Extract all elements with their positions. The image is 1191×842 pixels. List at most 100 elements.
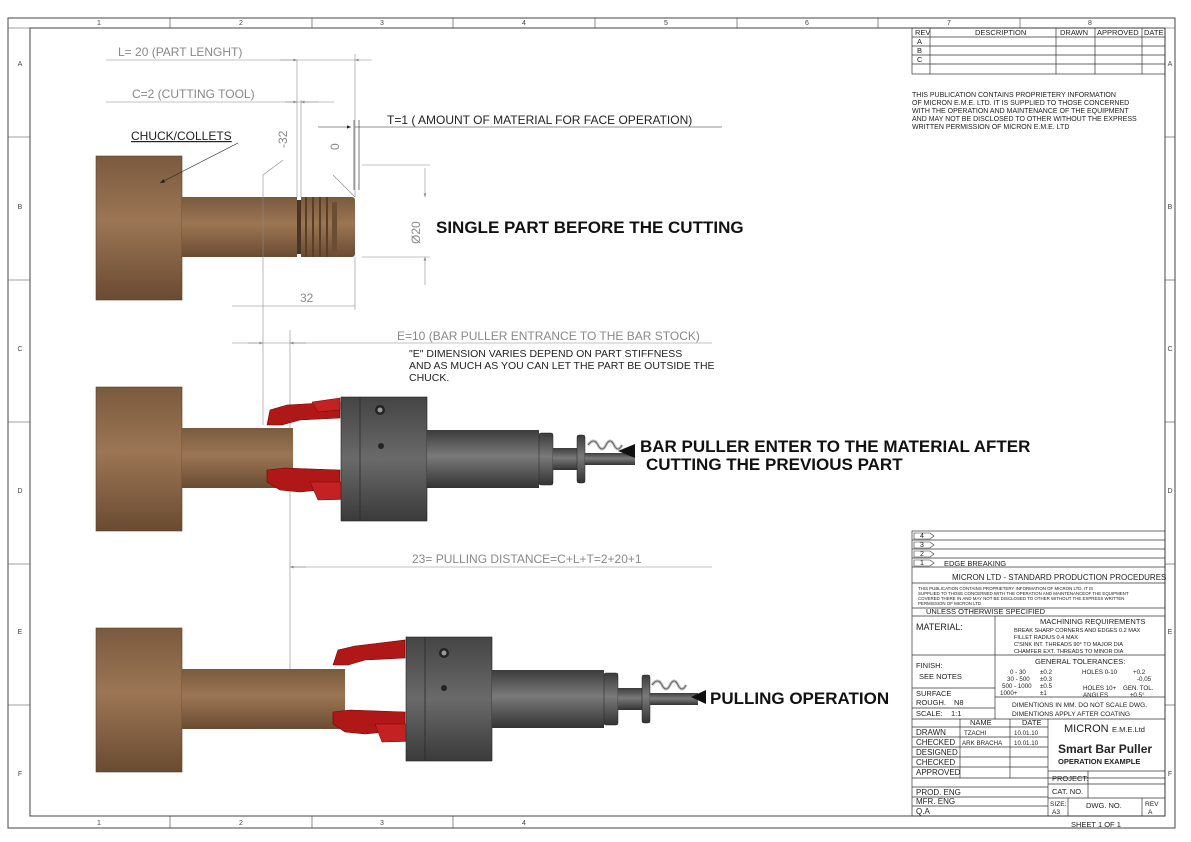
name-header: NAME: [970, 718, 992, 727]
title-bar-puller-line2: CUTTING THE PREVIOUS PART: [646, 455, 903, 474]
angles-label: ANGLES: [1083, 692, 1108, 699]
tol-range: 500 - 1000: [1002, 683, 1032, 690]
tol-value: ±0.2: [1040, 669, 1053, 676]
holes1-tol-plus: +0.2: [1133, 669, 1146, 676]
machining-title: MACHINING REQUIREMENTS: [1040, 617, 1145, 626]
puller-tip: [585, 453, 635, 465]
machining-line: BREAK SHARP CORNERS AND EDGES 0.2 MAX: [1014, 628, 1141, 634]
rev-label: REV: [1145, 801, 1159, 808]
unless-specified: UNLESS OTHERWISE SPECIFIED: [926, 607, 1046, 616]
title-bar-puller-line1: BAR PULLER ENTER TO THE MATERIAL AFTER: [640, 437, 1030, 456]
small-notice-line: PERMISSION OF MICRON LTD: [918, 601, 981, 606]
approval-date: 10.01.10: [1014, 730, 1039, 737]
frame-row-letter: B: [1168, 204, 1173, 211]
approval-role: APPROVED: [916, 768, 961, 777]
frame-row-letter: D: [1167, 488, 1172, 495]
finish-label: FINISH:: [916, 661, 943, 670]
entrance-dimension: [232, 330, 712, 670]
puller-spring: [586, 439, 624, 451]
dim-cutting-tool: C=2 (CUTTING TOOL): [132, 87, 255, 101]
dim-face-material: T=1 ( AMOUNT OF MATERIAL FOR FACE OPERAT…: [387, 113, 692, 127]
scale-label: SCALE:: [916, 709, 943, 718]
frame-col-number: 1: [97, 820, 101, 827]
rev-header-date: DATE: [1144, 28, 1163, 37]
frame-row-letter: C: [1167, 346, 1172, 353]
size-label: SIZE:: [1050, 801, 1067, 808]
approval-role: DRAWN: [916, 728, 946, 737]
surface-label: SURFACE: [916, 689, 951, 698]
rev-marker-2: 2: [920, 551, 924, 558]
frame-row-letter: A: [18, 61, 23, 68]
puller-rod: [618, 688, 642, 710]
gen-tol: GEN. TOL.: [1123, 685, 1154, 692]
machining-line: C'SINK INT. THREADS 90° TO MAJOR DIA: [1014, 642, 1123, 648]
tol-range: 1000+: [1000, 690, 1018, 697]
frame-col-number: 8: [1088, 20, 1092, 27]
puller-finger-upper: [332, 639, 406, 666]
frame-col-number: 4: [522, 20, 526, 27]
puller-head: [340, 396, 428, 522]
dimension-lines-top: [106, 54, 722, 425]
rev-row-a: A: [917, 37, 922, 46]
company-name: MICRON: [1064, 723, 1109, 735]
frame-col-number: 4: [522, 820, 526, 827]
angles-tol: ±0.5°: [1130, 692, 1145, 699]
dim-bottom-length: 32: [300, 291, 314, 305]
material-label: MATERIAL:: [916, 622, 963, 632]
frame-row-letter: F: [18, 771, 22, 778]
puller-flange: [576, 434, 586, 484]
approval-role: DESIGNED: [916, 748, 958, 757]
machining-line: FILLET RADIUS 0.4 MAX: [1014, 635, 1078, 641]
title-single-part: SINGLE PART BEFORE THE CUTTING: [436, 218, 744, 237]
edge-breaking: EDGE BREAKING: [944, 559, 1006, 568]
rev-value: A: [1148, 809, 1153, 816]
tol-value: ±0.3: [1040, 676, 1053, 683]
revision-block: [911, 27, 1166, 75]
dim-diameter: Ø20: [409, 221, 423, 244]
puller-spring: [650, 679, 688, 691]
dim-note-2: DIMENTIONS APPLY AFTER COATING: [1012, 711, 1130, 718]
frame-row-letter: C: [17, 346, 22, 353]
sheet-number: SHEET 1 OF 1: [1071, 820, 1121, 829]
rev-markers: [913, 532, 935, 567]
frame-row-letter: A: [1168, 61, 1173, 68]
small-notice-line: COVERED THERE IN AND MAY NOT BE DISCLOSE…: [918, 596, 1124, 601]
approval-date: 10.01.10: [1014, 740, 1039, 747]
dwg-no-label: DWG. NO.: [1086, 801, 1122, 810]
approval-name: TZACHI: [964, 730, 987, 737]
approval-name: ARK BRACHA: [962, 740, 1003, 747]
small-notice-line: THIS PUBLICATION CONTAINS PROPRIETERY IN…: [918, 586, 1093, 591]
bar-stock: [182, 669, 345, 729]
notice-line: THIS PUBLICATION CONTAINS PROPRIETERY IN…: [912, 92, 1116, 99]
e-note-line: AND AS MUCH AS YOU CAN LET THE PART BE O…: [409, 360, 715, 372]
approval-role: CHECKED: [916, 738, 955, 747]
frame-col-number: 3: [380, 20, 384, 27]
frame-col-number: 6: [805, 20, 809, 27]
frame-col-number: 5: [664, 20, 668, 27]
e-note-line: "E" DIMENSION VARIES DEPEND ON PART STIF…: [409, 348, 682, 360]
view-bar-puller-enter: [95, 386, 635, 532]
rev-row-c: C: [917, 55, 923, 64]
frame-row-letter: E: [18, 629, 23, 636]
general-tolerances: GENERAL TOLERANCES:: [1035, 657, 1125, 666]
puller-rod: [553, 448, 577, 470]
chuck-label: CHUCK/COLLETS: [131, 129, 232, 143]
size-value: A3: [1052, 809, 1060, 816]
rev-header-description: DESCRIPTION: [975, 28, 1026, 37]
view3-title-arrow: [691, 690, 706, 704]
holes1: HOLES 0-10: [1082, 669, 1118, 676]
rev-header-rev: REV: [915, 28, 930, 37]
lower-role: PROD. ENG: [916, 788, 961, 797]
rev-marker-3: 3: [920, 542, 924, 549]
procedures-title: MICRON LTD - STANDARD PRODUCTION PROCEDU…: [952, 573, 1166, 582]
chuck-collet: [95, 386, 183, 532]
e-note-line: CHUCK.: [409, 372, 449, 384]
company-suffix: E.M.E.Ltd: [1112, 725, 1145, 734]
lower-role: MFR. ENG: [916, 797, 955, 806]
rev-marker-4: 4: [920, 533, 924, 540]
puller-tip: [650, 693, 698, 705]
frame-row-letter: F: [1168, 771, 1172, 778]
title-block: [911, 530, 1166, 817]
see-notes: SEE NOTES: [919, 672, 962, 681]
notice-line: AND MAY NOT BE DISCLOSED TO OTHER WITHOU…: [912, 116, 1137, 123]
